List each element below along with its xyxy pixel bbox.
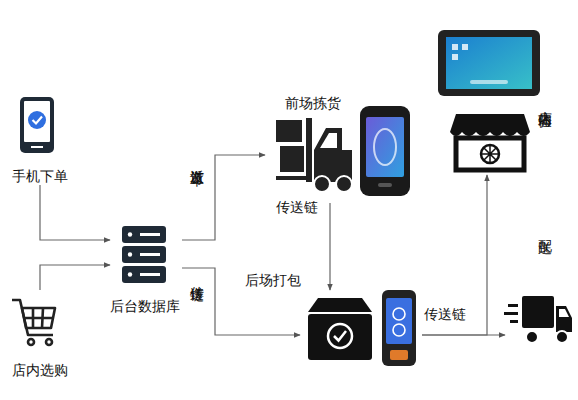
tablet-icon-part	[438, 30, 540, 96]
phone-icon-part	[20, 97, 54, 153]
order-channel: 手机下单	[5, 92, 75, 185]
store-node: 店内体验	[438, 25, 556, 175]
package-icon-part	[308, 298, 372, 312]
tablet-icon-part	[452, 44, 458, 50]
handheld-device-part	[386, 298, 412, 344]
delivery-node: 配送	[505, 225, 575, 350]
tablet-icon-part	[462, 44, 468, 50]
server-icon	[122, 226, 166, 283]
server-icon-part	[140, 233, 160, 236]
picking-station: 前场拣货	[265, 95, 415, 203]
package-icon-part	[308, 314, 372, 360]
node-label: 手机下单	[12, 168, 68, 184]
truck-icon-part	[556, 331, 568, 343]
store-icon-part	[450, 114, 530, 136]
phone-icon	[20, 97, 54, 153]
cart-icon-part	[22, 308, 55, 328]
cart-icon-part	[46, 339, 52, 345]
truck-icon-part	[559, 309, 569, 317]
forklift-icon-part	[276, 120, 302, 142]
forklift-icon-part	[320, 133, 337, 148]
handheld-device-part	[382, 290, 416, 366]
node-label: 店内体验	[537, 100, 553, 104]
phone-icon-part	[24, 101, 50, 142]
connector-label: 传送链	[189, 275, 205, 278]
forklift-icon-part	[276, 176, 310, 180]
forklift-icon-part	[336, 176, 352, 192]
handheld-device-part	[366, 117, 404, 177]
flow-connector	[40, 265, 110, 290]
order-channel: 店内选购	[5, 290, 75, 382]
database-node: 后台数据库	[110, 222, 182, 317]
handheld-device-part	[374, 129, 396, 165]
forklift-icon-part	[314, 176, 330, 192]
truck-icon-part	[510, 320, 518, 323]
handheld-device-part	[390, 350, 408, 360]
connector-label: 派发订单	[189, 158, 205, 162]
node-label: 后场打包	[245, 272, 301, 288]
flow-connector	[182, 155, 265, 240]
node-label: 店内选购	[12, 362, 68, 378]
truck-icon-part	[522, 296, 554, 328]
server-icon-part	[128, 232, 132, 236]
server-icon-part	[122, 226, 166, 243]
cart-icon-part	[12, 300, 53, 335]
store-icon-part	[481, 145, 499, 163]
package-icon-part	[328, 324, 352, 348]
flow-connector	[422, 334, 505, 335]
handheld-device	[360, 106, 410, 196]
cart-icon-part	[28, 339, 34, 345]
store-icon-part	[456, 138, 524, 170]
flow-connector	[422, 175, 487, 335]
truck-icon-part	[556, 306, 572, 332]
phone-icon-part	[28, 111, 46, 129]
handheld-device-part	[378, 183, 392, 187]
package-icon	[308, 298, 372, 360]
forklift-icon-part	[306, 118, 312, 182]
connector-label: 传送链	[424, 306, 466, 322]
phone-icon-part	[31, 146, 43, 148]
handheld-device-part	[360, 106, 410, 196]
flow-connector	[182, 268, 300, 335]
handheld-device-part	[393, 308, 405, 320]
tablet-icon-part	[452, 54, 458, 60]
cart-icon	[12, 300, 55, 345]
server-icon-part	[122, 266, 166, 283]
connector-label: 传送链	[276, 199, 318, 215]
tablet-icon	[438, 30, 540, 96]
truck-icon-part	[526, 331, 538, 343]
node-label: 前场拣货	[285, 95, 341, 111]
tablet-icon-part	[470, 80, 508, 84]
tablet-icon-part	[446, 37, 532, 89]
server-icon-part	[122, 246, 166, 263]
flow-connector	[40, 185, 110, 240]
package-icon-part	[334, 331, 346, 341]
handheld-device	[382, 290, 416, 366]
server-icon-part	[140, 253, 160, 256]
forklift-icon-part	[280, 146, 304, 172]
node-label: 后台数据库	[110, 298, 180, 314]
packing-station: 后场打包	[300, 290, 422, 368]
cart-icon-part	[24, 308, 53, 328]
store-icon	[450, 114, 530, 170]
store-icon-part	[481, 145, 499, 163]
server-icon-part	[140, 273, 160, 276]
truck-icon	[504, 296, 572, 343]
forklift-icon-part	[314, 128, 352, 182]
forklift-icon	[276, 118, 352, 192]
server-icon-part	[128, 252, 132, 256]
truck-icon-part	[504, 312, 518, 315]
phone-icon-part	[33, 117, 43, 124]
handheld-device-part	[393, 324, 405, 336]
flow-connector	[329, 203, 330, 290]
server-icon-part	[128, 272, 132, 276]
truck-icon-part	[508, 304, 518, 307]
node-label: 配送	[537, 229, 553, 231]
